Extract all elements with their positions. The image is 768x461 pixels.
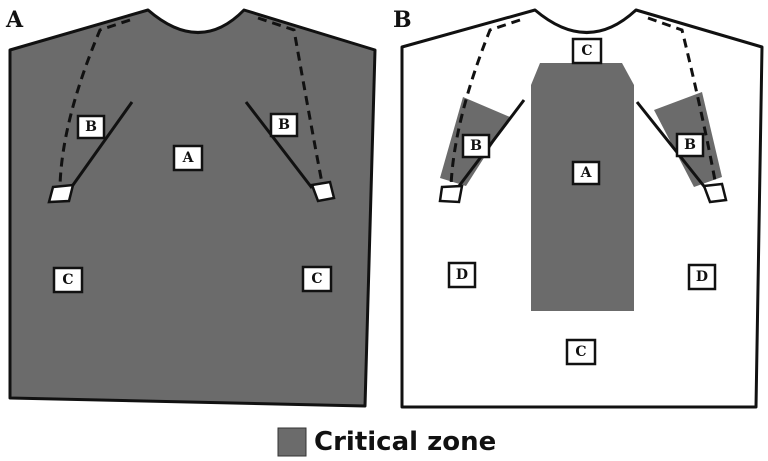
zone-label: C — [571, 37, 603, 65]
zone-label: C — [565, 338, 597, 366]
svg-text:C: C — [581, 43, 592, 59]
panel-a-left-cuff — [47, 183, 75, 204]
panel-b-label: B — [393, 7, 412, 33]
panel-a-right-cuff — [310, 180, 336, 203]
zone-label: D — [687, 263, 717, 291]
panel-a-label: A — [5, 7, 24, 33]
zone-label: C — [52, 266, 84, 294]
svg-text:B: B — [470, 138, 482, 154]
svg-text:D: D — [696, 269, 708, 285]
zone-label: B — [76, 114, 106, 140]
svg-text:C: C — [311, 271, 322, 287]
legend-swatch — [277, 427, 307, 457]
panel-b: B C B A B — [393, 7, 764, 409]
svg-text:B: B — [278, 117, 290, 133]
svg-text:C: C — [575, 344, 586, 360]
zone-label: A — [172, 144, 204, 172]
legend: Critical zone — [277, 427, 496, 457]
zone-label: B — [675, 132, 705, 158]
panel-b-right-cuff — [702, 182, 728, 204]
panel-b-left-sleeve-dashed — [449, 18, 521, 187]
zone-label: D — [447, 261, 477, 289]
zone-label: B — [461, 133, 491, 159]
zone-label: A — [571, 160, 601, 186]
zone-label: C — [301, 265, 333, 293]
panel-b-left-cuff — [438, 184, 464, 204]
svg-text:C: C — [62, 272, 73, 288]
svg-text:B: B — [684, 137, 696, 153]
panel-a-right-sleeve-line — [244, 101, 314, 189]
svg-text:D: D — [456, 267, 468, 283]
panel-a-gown-body — [8, 8, 377, 408]
panel-b-right-sleeve-dashed — [647, 16, 718, 187]
svg-text:A: A — [580, 165, 593, 181]
legend-label: Critical zone — [314, 427, 496, 457]
svg-text:A: A — [182, 150, 195, 166]
panel-b-central-critical-zone — [531, 63, 634, 311]
panel-a-right-sleeve-dashed — [257, 16, 324, 184]
panel-a-left-sleeve-line — [66, 101, 134, 193]
panel-a: A B A B C C — [5, 7, 377, 408]
zone-label: B — [269, 112, 299, 138]
svg-text:B: B — [85, 119, 97, 135]
panel-b-right-sleeve-line — [635, 101, 709, 191]
